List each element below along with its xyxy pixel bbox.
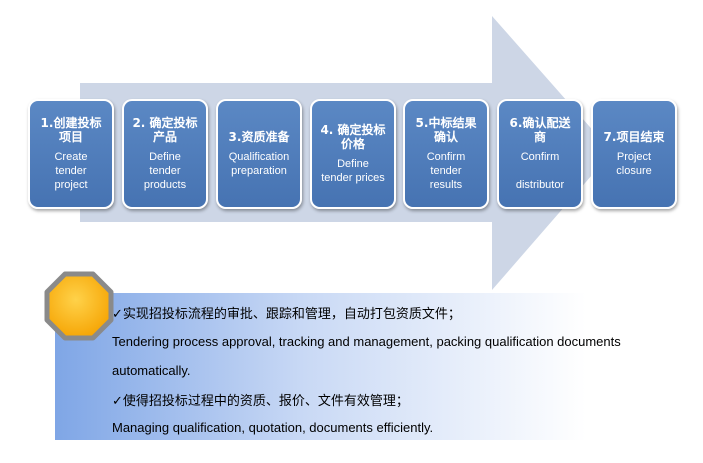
step-2-define-products: 2. 确定投标 产品 Define tender products [122,99,208,209]
step-5-en-label: Confirm tender results [426,151,466,191]
benefits-panel [55,293,680,440]
step-4-en-label: Define tender prices [321,158,385,184]
note-zh-2: ✓使得招投标过程中的资质、报价、文件有效管理； [112,394,409,409]
step-4-define-prices: 4. 确定投标 价格 Define tender prices [310,99,396,209]
step-5-zh-label: 5.中标结果 确认 [415,116,477,144]
note-en-1: Tendering process approval, tracking and… [112,334,621,349]
step-2-en-label: Define tender products [143,151,187,191]
step-5-confirm-results: 5.中标结果 确认 Confirm tender results [403,99,489,209]
step-6-en-label: Confirm distributor [515,151,565,191]
step-3-en-label: Qualification preparation [228,151,290,177]
step-3-qualification: 3.资质准备 Qualification preparation [216,99,302,209]
note-en-1-cont: automatically. [112,363,191,378]
octagon-badge-icon [44,271,114,341]
step-7-zh-label: 7.项目结束 [603,130,665,144]
step-6-confirm-distributor: 6.确认配送 商 Confirm distributor [497,99,583,209]
step-7-project-closure: 7.项目结束 Project closure [591,99,677,209]
step-1-create-project: 1.创建投标 项目 Create tender project [28,99,114,209]
step-3-zh-label: 3.资质准备 [228,130,290,144]
step-6-zh-label: 6.确认配送 商 [509,116,571,144]
note-en-2: Managing qualification, quotation, docum… [112,420,434,435]
step-2-zh-label: 2. 确定投标 产品 [132,116,198,144]
step-1-zh-label: 1.创建投标 项目 [40,116,102,144]
step-7-en-label: Project closure [616,151,652,177]
step-4-zh-label: 4. 确定投标 价格 [320,123,386,151]
note-zh-1: ✓实现招投标流程的审批、跟踪和管理，自动打包资质文件； [112,307,461,322]
step-1-en-label: Create tender project [54,151,88,191]
